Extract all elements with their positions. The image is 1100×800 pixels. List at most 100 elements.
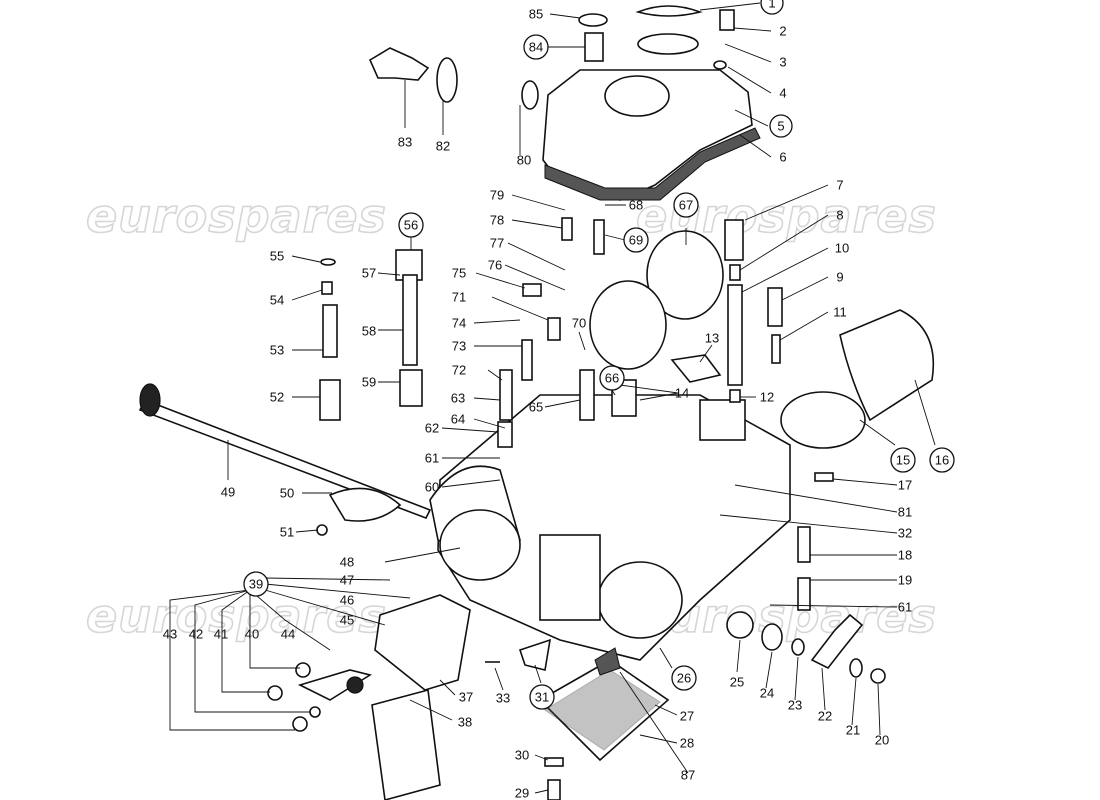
leader-13 xyxy=(699,344,713,363)
leader-54 xyxy=(291,289,323,301)
callout-c61a: 61 xyxy=(425,451,439,466)
callout-number-c80: 80 xyxy=(517,153,531,168)
leader-55 xyxy=(291,255,321,263)
callout-number-c79: 79 xyxy=(490,188,504,203)
float-chamber xyxy=(539,534,601,621)
callout-c7: 7 xyxy=(836,178,843,193)
callout-c12: 12 xyxy=(760,390,774,405)
washer-24 xyxy=(761,623,783,651)
callout-number-c68: 68 xyxy=(629,198,643,213)
callout-c24: 24 xyxy=(760,686,774,701)
callout-c76: 76 xyxy=(488,258,502,273)
filter-25 xyxy=(726,611,754,639)
inspection-cover xyxy=(371,688,441,800)
leader-76 xyxy=(504,264,566,291)
callout-circle-c5 xyxy=(769,114,793,138)
banjo-washer xyxy=(436,57,458,103)
callout-c45: 45 xyxy=(340,613,354,628)
callout-c44: 44 xyxy=(281,627,295,642)
callout-c8: 8 xyxy=(836,208,843,223)
callout-number-c54: 54 xyxy=(270,293,284,308)
callout-c23: 23 xyxy=(788,698,802,713)
callout-c38: 38 xyxy=(458,715,472,730)
cap-54 xyxy=(321,281,333,295)
callout-circle-c15 xyxy=(890,447,916,473)
callout-number-c74: 74 xyxy=(452,316,466,331)
callout-c51: 51 xyxy=(280,525,294,540)
jet-65 xyxy=(579,369,595,421)
callout-number-c3: 3 xyxy=(779,55,786,70)
leader-66 xyxy=(611,389,616,396)
callout-number-c60: 60 xyxy=(425,480,439,495)
callout-circle-c16 xyxy=(929,447,955,473)
leader-33 xyxy=(494,667,504,691)
callout-number-c2: 2 xyxy=(779,24,786,39)
jet-11 xyxy=(771,334,781,364)
spring-53 xyxy=(322,304,338,358)
callout-number-c23: 23 xyxy=(788,698,802,713)
callout-c52: 52 xyxy=(270,390,284,405)
nut-40 xyxy=(295,662,311,678)
callout-c68: 68 xyxy=(629,198,643,213)
callout-number-c58: 58 xyxy=(362,324,376,339)
callout-number-c26: 26 xyxy=(677,671,691,686)
callout-c22: 22 xyxy=(818,709,832,724)
leader-51 xyxy=(295,529,319,533)
callout-c58: 58 xyxy=(362,324,376,339)
callout-c16: 16 xyxy=(929,447,955,473)
leader-77 xyxy=(507,242,566,271)
washer-30 xyxy=(544,757,564,767)
callout-circle-c69 xyxy=(623,227,649,253)
callout-c42: 42 xyxy=(189,627,203,642)
gasket-23 xyxy=(791,638,805,656)
callout-c84: 84 xyxy=(523,34,549,60)
leader-71 xyxy=(491,296,549,321)
bowl-gasket xyxy=(544,669,661,751)
callout-c82: 82 xyxy=(436,139,450,154)
callout-c33: 33 xyxy=(496,691,510,706)
leader-45 xyxy=(264,589,386,626)
leader-11 xyxy=(779,311,829,341)
callout-c18: 18 xyxy=(898,548,912,563)
leader-23 xyxy=(794,656,799,701)
callout-number-c21: 21 xyxy=(846,723,860,738)
callout-c47: 47 xyxy=(340,573,354,588)
callout-number-c41: 41 xyxy=(214,627,228,642)
banjo-bolt xyxy=(368,47,430,81)
bolt-41 xyxy=(267,685,283,701)
callout-number-c49: 49 xyxy=(221,485,235,500)
leader-21 xyxy=(851,677,857,726)
callout-number-c70: 70 xyxy=(572,316,586,331)
callout-c17: 17 xyxy=(898,478,912,493)
clip-21 xyxy=(849,658,863,678)
screw-7 xyxy=(724,219,744,261)
callout-c74: 74 xyxy=(452,316,466,331)
leader-38 xyxy=(409,699,453,721)
leader-27 xyxy=(654,704,678,716)
leader-6 xyxy=(739,134,772,158)
float-bowl-cover xyxy=(538,659,670,762)
leader-37 xyxy=(439,679,456,696)
callout-number-c84: 84 xyxy=(529,40,543,55)
leader-63 xyxy=(473,397,501,401)
callout-number-c8: 8 xyxy=(836,208,843,223)
leader-28 xyxy=(639,734,678,744)
callout-c25: 25 xyxy=(730,675,744,690)
callout-circle-c56 xyxy=(398,212,424,238)
leader-85 xyxy=(549,13,581,19)
callout-c56: 56 xyxy=(398,212,424,238)
callout-number-c33: 33 xyxy=(496,691,510,706)
callout-number-c46: 46 xyxy=(340,593,354,608)
leader-25 xyxy=(736,639,741,673)
leader-65 xyxy=(544,399,581,408)
callout-c9: 9 xyxy=(836,270,843,285)
callout-c29: 29 xyxy=(515,786,529,800)
callout-number-c59: 59 xyxy=(362,375,376,390)
screw-72-63 xyxy=(499,369,513,421)
callout-c62: 62 xyxy=(425,421,439,436)
leader-81 xyxy=(734,484,898,513)
callout-number-c18: 18 xyxy=(898,548,912,563)
callout-number-c67: 67 xyxy=(679,198,693,213)
callout-circle-c67 xyxy=(673,192,699,218)
